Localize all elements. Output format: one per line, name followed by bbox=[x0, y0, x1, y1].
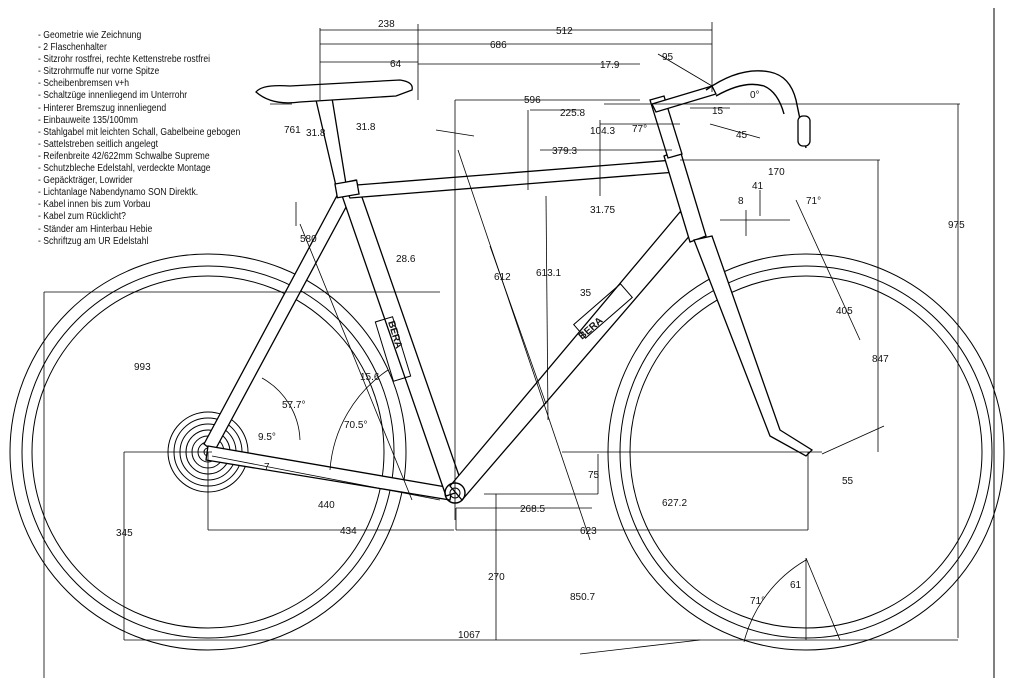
note: - Geometrie wie Zeichnung bbox=[38, 30, 142, 41]
dim-596: 596 bbox=[524, 95, 541, 106]
dim-627-2: 627.2 bbox=[662, 498, 687, 509]
dim-15-6: 15.6 bbox=[360, 372, 380, 383]
dim-761: 761 bbox=[284, 125, 301, 136]
dim-28-6: 28.6 bbox=[396, 254, 416, 265]
dim-9-5-deg: 9.5° bbox=[258, 432, 276, 443]
dim-623: 623 bbox=[580, 526, 597, 537]
frame bbox=[203, 97, 814, 504]
note: - Ständer am Hinterbau Hebie bbox=[38, 223, 153, 235]
dim-850-7: 850.7 bbox=[570, 592, 595, 603]
dim-70-5-deg: 70.5° bbox=[344, 420, 367, 431]
dim-345: 345 bbox=[116, 528, 133, 539]
note: - Gepäckträger, Lowrider bbox=[38, 175, 133, 187]
dim-17-9: 17.9 bbox=[600, 60, 620, 71]
dim-35: 35 bbox=[580, 288, 592, 299]
note: - Scheibenbremsen v+h bbox=[38, 78, 130, 90]
note: - 2 Flaschenhalter bbox=[38, 42, 107, 54]
dim-613-1: 613.1 bbox=[536, 268, 561, 279]
seat-cluster bbox=[334, 179, 360, 199]
dim-8: 8 bbox=[738, 196, 744, 207]
note: - Schriftzug am UR Edelstahl bbox=[38, 235, 149, 247]
note: - Sattelstreben seitlich angelegt bbox=[38, 138, 158, 150]
note: - Sitzrohr rostfrei, rechte Kettenstrebe… bbox=[38, 54, 211, 66]
note: - Kabel zum Rücklicht? bbox=[38, 211, 126, 223]
dim-64: 64 bbox=[390, 59, 402, 70]
fork bbox=[693, 235, 814, 457]
dim-847: 847 bbox=[872, 354, 889, 365]
chain-stay bbox=[205, 445, 453, 501]
dim-434: 434 bbox=[340, 526, 357, 537]
spec-notes: - Geometrie wie Zeichnung - 2 Flaschenha… bbox=[38, 30, 273, 248]
dim-686: 686 bbox=[490, 40, 507, 51]
dim-104-3: 104.3 bbox=[590, 126, 615, 137]
dim-95: 95 bbox=[662, 52, 674, 63]
dim-41: 41 bbox=[752, 181, 764, 192]
dim-57-7-deg: 57.7° bbox=[282, 400, 305, 411]
note: - Stahlgabel mit leichten Schall, Gabelb… bbox=[38, 126, 241, 138]
dimension-lines bbox=[43, 22, 960, 678]
dim-225-8: 225.8 bbox=[560, 108, 585, 119]
cockpit bbox=[649, 70, 811, 159]
dim-379-3: 379.3 bbox=[552, 146, 577, 157]
dim-71-top: 71° bbox=[806, 196, 821, 207]
dim-0-deg: 0° bbox=[750, 90, 760, 101]
dim-975: 975 bbox=[948, 220, 965, 231]
handlebar bbox=[705, 70, 807, 149]
dim-71-bottom: 71° bbox=[750, 596, 765, 607]
dim-512: 512 bbox=[556, 26, 573, 37]
dim-7: 7 bbox=[264, 462, 270, 473]
top-tube bbox=[342, 159, 677, 199]
dim-993: 993 bbox=[134, 362, 151, 373]
down-tube bbox=[449, 211, 699, 501]
dim-77-deg: 77° bbox=[632, 124, 647, 135]
seatpost bbox=[315, 97, 347, 187]
note: - Schaltzüge innenliegend im Unterrohr bbox=[38, 90, 188, 102]
dim-612: 612 bbox=[494, 272, 511, 283]
dim-31-8-a: 31.8 bbox=[306, 128, 326, 139]
dim-1067: 1067 bbox=[458, 630, 481, 641]
note: - Schutzbleche Edelstahl, verdeckte Mont… bbox=[38, 163, 211, 175]
note: - Sitzrohrmuffe nur vorne Spitze bbox=[38, 66, 160, 78]
dim-15: 15 bbox=[712, 106, 724, 117]
saddle bbox=[255, 79, 413, 104]
rear-wheel bbox=[9, 253, 407, 651]
stem bbox=[651, 85, 717, 113]
dim-268-5: 268.5 bbox=[520, 504, 545, 515]
note: - Hinterer Bremszug innenliegend bbox=[38, 102, 167, 114]
dim-61: 61 bbox=[790, 580, 802, 591]
dimension-labels: 238 512 686 64 17.9 95 596 225.8 104.3 7… bbox=[116, 19, 965, 641]
dim-405: 405 bbox=[836, 306, 853, 317]
dim-45: 45 bbox=[736, 130, 748, 141]
note: - Kabel innen bis zum Vorbau bbox=[38, 199, 151, 211]
dim-31-75: 31.75 bbox=[590, 205, 615, 216]
dim-270: 270 bbox=[488, 572, 505, 583]
dim-440: 440 bbox=[318, 500, 335, 511]
dim-75: 75 bbox=[588, 470, 600, 481]
dim-170: 170 bbox=[768, 167, 785, 178]
bar-end bbox=[797, 115, 811, 147]
note: - Lichtanlage Nabendynamo SON Direktk. bbox=[38, 187, 199, 199]
dim-55: 55 bbox=[842, 476, 854, 487]
dim-31-8-b: 31.8 bbox=[356, 122, 376, 133]
note: - Reifenbreite 42/622mm Schwalbe Supreme bbox=[38, 150, 210, 162]
dim-238: 238 bbox=[378, 19, 395, 30]
dim-580: 580 bbox=[300, 234, 317, 245]
note: - Einbauweite 135/100mm bbox=[38, 114, 138, 126]
